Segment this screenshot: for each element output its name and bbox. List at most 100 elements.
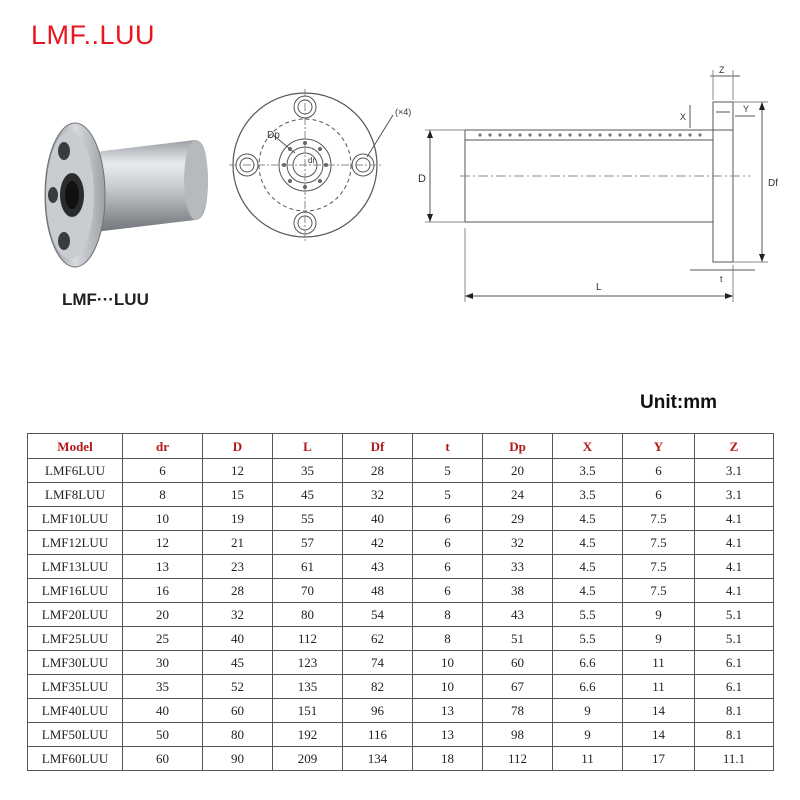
- table-cell: 52: [202, 674, 273, 699]
- l-label: L: [596, 282, 602, 293]
- table-cell: 61: [272, 554, 343, 579]
- table-cell: 8.1: [694, 722, 774, 747]
- table-cell: 135: [272, 674, 343, 699]
- table-cell: 7.5: [622, 506, 695, 531]
- table-cell: 6: [412, 554, 483, 579]
- table-cell: 6: [412, 530, 483, 555]
- table-cell: 5: [412, 458, 483, 483]
- table-cell: 3.1: [694, 458, 774, 483]
- table-cell: 4.1: [694, 554, 774, 579]
- table-cell: 74: [342, 650, 413, 675]
- table-cell: 8: [412, 626, 483, 651]
- column-header-y: Y: [622, 433, 695, 459]
- table-cell: LMF25LUU: [27, 626, 123, 651]
- table-cell: 18: [412, 746, 483, 771]
- table-cell: 4.5: [552, 530, 623, 555]
- table-cell: 80: [272, 602, 343, 627]
- table-cell: LMF35LUU: [27, 674, 123, 699]
- table-cell: 14: [622, 722, 695, 747]
- table-cell: 4.1: [694, 530, 774, 555]
- table-cell: 192: [272, 722, 343, 747]
- column-header-model: Model: [27, 433, 123, 459]
- table-cell: 67: [482, 674, 553, 699]
- table-cell: 5.1: [694, 626, 774, 651]
- column-header-x: X: [552, 433, 623, 459]
- table-cell: 4.1: [694, 506, 774, 531]
- table-cell: 11: [622, 674, 695, 699]
- table-cell: 25: [122, 626, 203, 651]
- table-cell: 13: [412, 722, 483, 747]
- table-cell: 8.1: [694, 698, 774, 723]
- table-cell: LMF10LUU: [27, 506, 123, 531]
- df-label: Df: [768, 178, 778, 189]
- table-cell: 6: [122, 458, 203, 483]
- table-cell: 9: [552, 698, 623, 723]
- table-cell: 23: [202, 554, 273, 579]
- table-cell: 6.1: [694, 650, 774, 675]
- table-cell: 112: [272, 626, 343, 651]
- table-cell: 29: [482, 506, 553, 531]
- table-cell: 14: [622, 698, 695, 723]
- table-cell: 6.6: [552, 650, 623, 675]
- table-cell: 60: [482, 650, 553, 675]
- table-cell: 15: [202, 482, 273, 507]
- table-cell: LMF60LUU: [27, 746, 123, 771]
- column-header-l: L: [272, 433, 343, 459]
- table-cell: 6: [622, 458, 695, 483]
- table-cell: 12: [202, 458, 273, 483]
- table-cell: 7.5: [622, 530, 695, 555]
- table-cell: LMF16LUU: [27, 578, 123, 603]
- table-cell: 40: [342, 506, 413, 531]
- table-cell: 70: [272, 578, 343, 603]
- table-cell: 35: [122, 674, 203, 699]
- column-header-dr: dr: [122, 433, 203, 459]
- column-header-z: Z: [694, 433, 774, 459]
- table-cell: 16: [122, 578, 203, 603]
- table-cell: 5.1: [694, 602, 774, 627]
- product-caption: LMF···LUU: [62, 290, 149, 309]
- table-cell: 78: [482, 698, 553, 723]
- table-cell: 6: [412, 506, 483, 531]
- table-cell: 4.1: [694, 578, 774, 603]
- z-label: Z: [719, 65, 725, 75]
- table-cell: 11.1: [694, 746, 774, 771]
- table-cell: 19: [202, 506, 273, 531]
- table-cell: 116: [342, 722, 413, 747]
- table-cell: 209: [272, 746, 343, 771]
- table-cell: 11: [552, 746, 623, 771]
- table-cell: 98: [482, 722, 553, 747]
- table-cell: 10: [412, 674, 483, 699]
- table-cell: 4.5: [552, 578, 623, 603]
- column-header-df: Df: [342, 433, 413, 459]
- table-cell: 35: [272, 458, 343, 483]
- table-cell: 13: [412, 698, 483, 723]
- table-cell: 38: [482, 578, 553, 603]
- table-cell: 51: [482, 626, 553, 651]
- unit-label: Unit:mm: [640, 392, 718, 413]
- table-cell: 21: [202, 530, 273, 555]
- table-cell: 28: [342, 458, 413, 483]
- table-cell: 8: [122, 482, 203, 507]
- table-cell: 54: [342, 602, 413, 627]
- table-cell: 4.5: [552, 506, 623, 531]
- side-view-drawing: D Df L t Z X Y: [418, 65, 778, 302]
- table-cell: 12: [122, 530, 203, 555]
- table-cell: 90: [202, 746, 273, 771]
- table-cell: 6.1: [694, 674, 774, 699]
- table-cell: 3.1: [694, 482, 774, 507]
- table-cell: 24: [482, 482, 553, 507]
- table-cell: 151: [272, 698, 343, 723]
- table-cell: 10: [412, 650, 483, 675]
- column-header-dp: Dp: [482, 433, 553, 459]
- table-cell: 40: [202, 626, 273, 651]
- table-cell: 32: [342, 482, 413, 507]
- table-cell: 4.5: [552, 554, 623, 579]
